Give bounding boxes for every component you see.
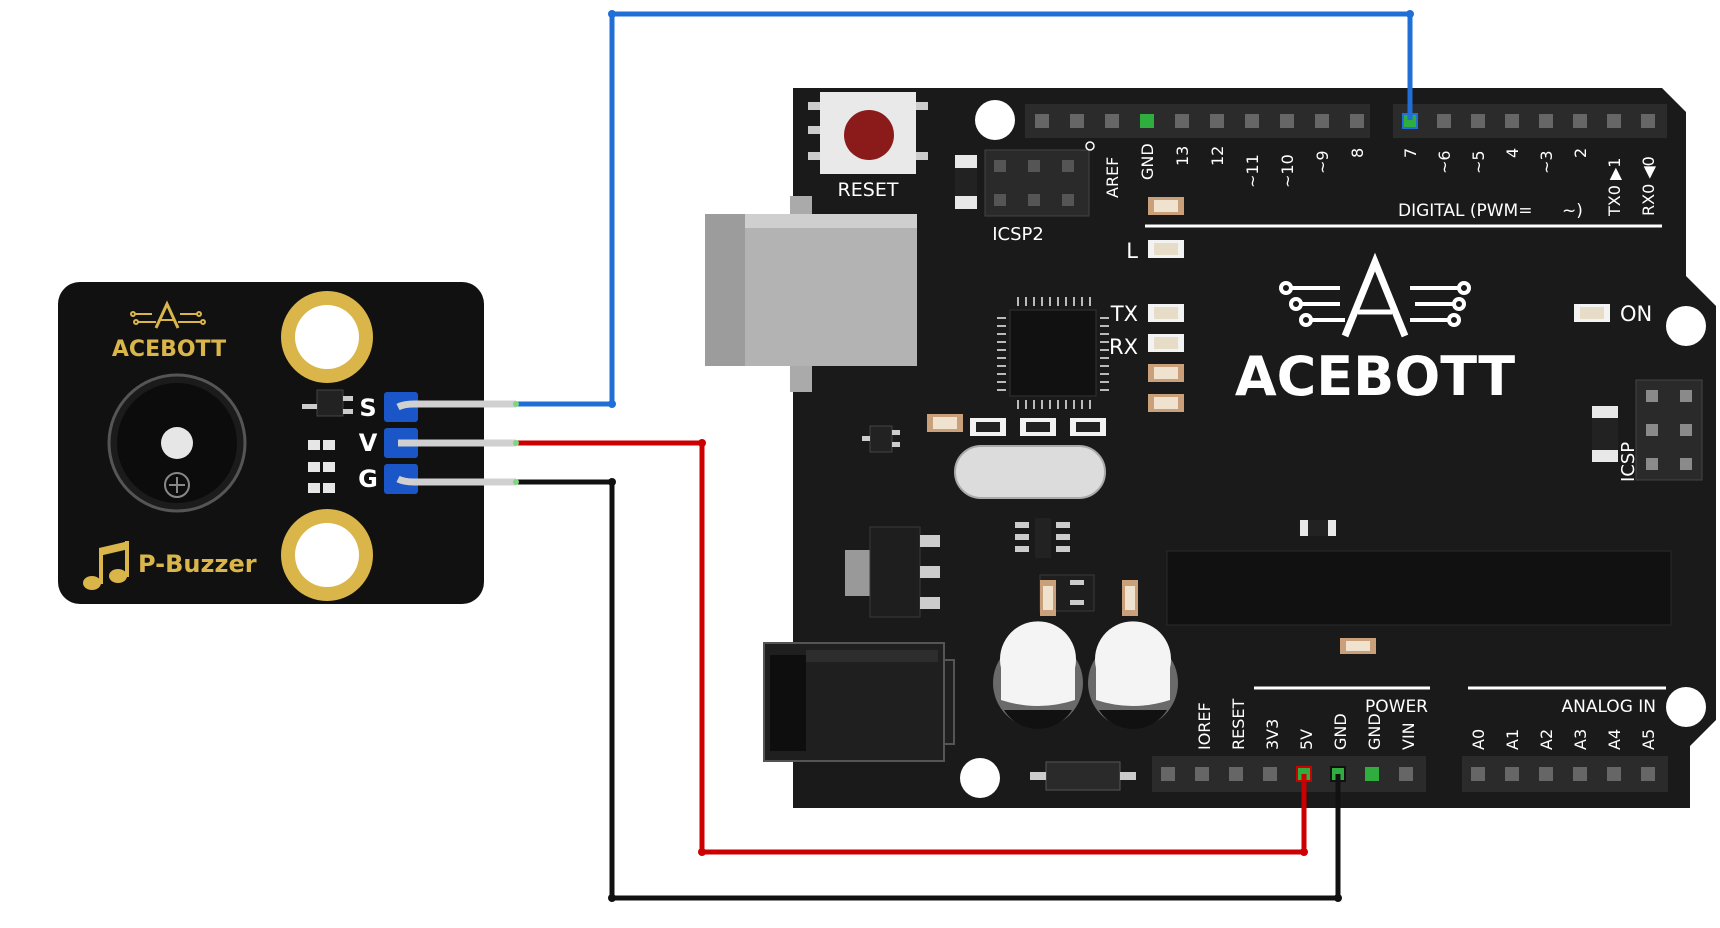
pin-7 xyxy=(1403,114,1417,128)
analog-header xyxy=(1462,756,1668,792)
svg-text:~6: ~6 xyxy=(1435,150,1454,174)
wire-signal xyxy=(396,400,516,411)
digital-header-right xyxy=(1393,104,1667,138)
voltage-regulator xyxy=(845,526,940,618)
dc-jack xyxy=(763,642,955,762)
led-on-label: ON xyxy=(1620,302,1652,326)
svg-text:RX0 ◀0: RX0 ◀0 xyxy=(1639,156,1658,216)
module-board xyxy=(58,282,484,604)
wire-joints xyxy=(513,10,1418,902)
svg-text:~5: ~5 xyxy=(1469,150,1488,174)
capacitor-1 xyxy=(993,621,1083,729)
reset-label: RESET xyxy=(838,179,899,201)
module-brand: ACEBOTT xyxy=(112,337,226,362)
pin-label-v: V xyxy=(359,429,378,457)
mount-hole-bottom xyxy=(281,509,373,601)
capacitor-2 xyxy=(1088,621,1178,729)
svg-text:~9: ~9 xyxy=(1313,150,1332,174)
svg-text:8: 8 xyxy=(1348,148,1367,158)
bottom-pin-labels: IOREF RESET 3V3 5V GND GND VIN A0 A1 A2 … xyxy=(1195,699,1658,750)
svg-text:4: 4 xyxy=(1503,148,1522,158)
digital-header-left xyxy=(1025,104,1370,138)
svg-text:A0: A0 xyxy=(1469,729,1488,750)
led-tx-label: TX xyxy=(1110,302,1138,326)
svg-text:~11: ~11 xyxy=(1243,154,1262,188)
svg-text:~3: ~3 xyxy=(1537,150,1556,174)
board-hole xyxy=(1666,687,1706,727)
plus-icon xyxy=(164,472,190,498)
digital-label: DIGITAL (PWM= xyxy=(1398,201,1532,221)
svg-text:A2: A2 xyxy=(1537,729,1556,750)
module-name: P-Buzzer xyxy=(138,550,257,578)
mount-hole-top xyxy=(281,291,373,383)
main-ic xyxy=(1166,550,1672,626)
svg-text:A1: A1 xyxy=(1503,729,1522,750)
icsp-header xyxy=(1592,379,1703,481)
pin-gnd-2 xyxy=(1365,767,1379,781)
board-hole xyxy=(960,758,1000,798)
gnd-pin-top xyxy=(1140,114,1154,128)
svg-text:12: 12 xyxy=(1208,146,1227,166)
svg-text:IOREF: IOREF xyxy=(1195,702,1214,750)
board-hole xyxy=(975,100,1015,140)
analog-label: ANALOG IN xyxy=(1561,697,1656,717)
svg-text:AREF: AREF xyxy=(1103,157,1122,198)
board-logo-icon xyxy=(1279,252,1471,338)
led-rx-label: RX xyxy=(1109,335,1138,359)
pin-label-s: S xyxy=(359,394,376,422)
svg-text:TX0 ▶1: TX0 ▶1 xyxy=(1605,158,1624,217)
power-label: POWER xyxy=(1365,697,1428,717)
wire-ground xyxy=(396,475,516,486)
svg-text:13: 13 xyxy=(1173,146,1192,166)
power-header xyxy=(1152,756,1426,792)
music-note-icon xyxy=(83,541,129,590)
usb-port xyxy=(705,196,917,392)
buzzer-hole xyxy=(161,427,193,459)
svg-text:GND: GND xyxy=(1331,713,1350,750)
reset-button[interactable] xyxy=(808,92,928,174)
digital-tilde-label: ~) xyxy=(1562,201,1583,221)
crystal xyxy=(954,445,1106,499)
icsp2-header xyxy=(984,141,1095,217)
svg-text:3V3: 3V3 xyxy=(1263,719,1282,750)
icsp-label: ICSP xyxy=(1618,442,1639,482)
led-l-label: L xyxy=(1126,239,1138,263)
svg-text:2: 2 xyxy=(1571,148,1590,158)
svg-text:A5: A5 xyxy=(1639,729,1658,750)
arduino-board: RESET ICSP2 xyxy=(705,88,1716,808)
svg-text:VIN: VIN xyxy=(1399,722,1418,750)
board-brand: ACEBOTT xyxy=(1235,345,1515,408)
svg-text:7: 7 xyxy=(1401,148,1420,158)
board-hole xyxy=(1666,306,1706,346)
svg-text:~10: ~10 xyxy=(1278,154,1297,188)
svg-text:A4: A4 xyxy=(1605,729,1624,750)
icsp2-label: ICSP2 xyxy=(992,224,1044,245)
svg-text:A3: A3 xyxy=(1571,729,1590,750)
pin-label-g: G xyxy=(358,465,378,493)
buzzer-module: ACEBOTT S V G xyxy=(58,282,484,604)
led-row xyxy=(1148,197,1610,412)
svg-text:RESET: RESET xyxy=(1229,699,1248,750)
top-pin-labels: AREF GND 13 12 ~11 ~10 ~9 8 7 ~6 ~5 4 ~3… xyxy=(1103,143,1658,217)
svg-text:5V: 5V xyxy=(1297,729,1316,750)
svg-text:GND: GND xyxy=(1138,143,1157,180)
mcu-chip xyxy=(997,297,1109,409)
svg-text:GND: GND xyxy=(1365,713,1384,750)
diode xyxy=(1045,761,1121,791)
module-logo-icon xyxy=(130,300,206,329)
